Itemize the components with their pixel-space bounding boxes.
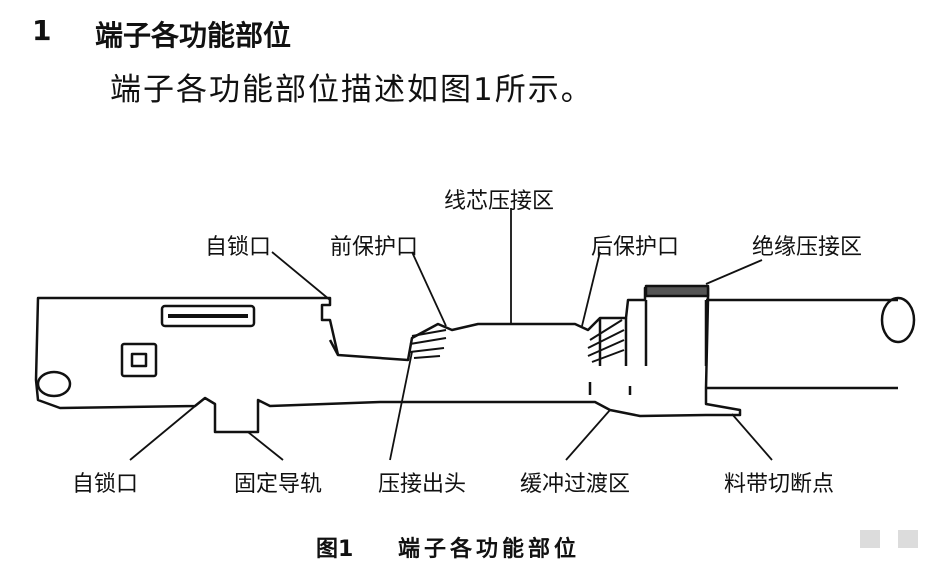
intro-text: 端子各功能部位描述如图1所示。: [110, 72, 594, 108]
label-self-lock-bottom: 自锁口: [72, 472, 139, 497]
leader-fixed-rail: [247, 431, 284, 461]
terminal-body: [34, 286, 742, 434]
top-slot: [160, 304, 256, 328]
label-wire-core-crimp: 线芯压接区: [444, 189, 555, 214]
label-carrier-cut-point: 料带切断点: [724, 472, 835, 497]
lock-window: [120, 342, 158, 378]
leader-rear-protect: [581, 251, 601, 327]
leader-self-lock-top: [271, 251, 331, 301]
leader-carrier-cut: [731, 413, 773, 461]
figure-caption-label: 图1: [316, 537, 354, 562]
leader-buffer: [565, 409, 611, 461]
section-title: 端子各功能部位: [95, 19, 292, 52]
front-bump: [36, 370, 72, 398]
wire-cable: [706, 298, 898, 390]
crimp-head-hatch: [409, 329, 447, 359]
label-crimp-head: 压接出头: [378, 472, 467, 497]
label-insulation-crimp: 绝缘压接区: [752, 235, 863, 260]
watermark-block: [898, 530, 918, 548]
rear-hatch: [587, 319, 625, 363]
label-self-lock-top: 自锁口: [205, 235, 272, 260]
insulation-cap: [644, 284, 710, 298]
leader-self-lock-bottom: [129, 401, 201, 461]
watermark-block: [860, 530, 880, 548]
label-fixed-rail: 固定导轨: [234, 472, 323, 497]
wire-end: [880, 296, 916, 344]
label-front-protect: 前保护口: [330, 235, 419, 260]
leader-front-protect: [411, 251, 447, 327]
label-buffer-transition: 缓冲过渡区: [520, 472, 631, 497]
leader-insulation: [705, 259, 763, 285]
section-number: 1: [32, 14, 52, 47]
figure-caption-title: 端子各功能部位: [398, 537, 581, 562]
leader-crimp-head: [389, 351, 413, 461]
label-rear-protect: 后保护口: [591, 235, 680, 260]
